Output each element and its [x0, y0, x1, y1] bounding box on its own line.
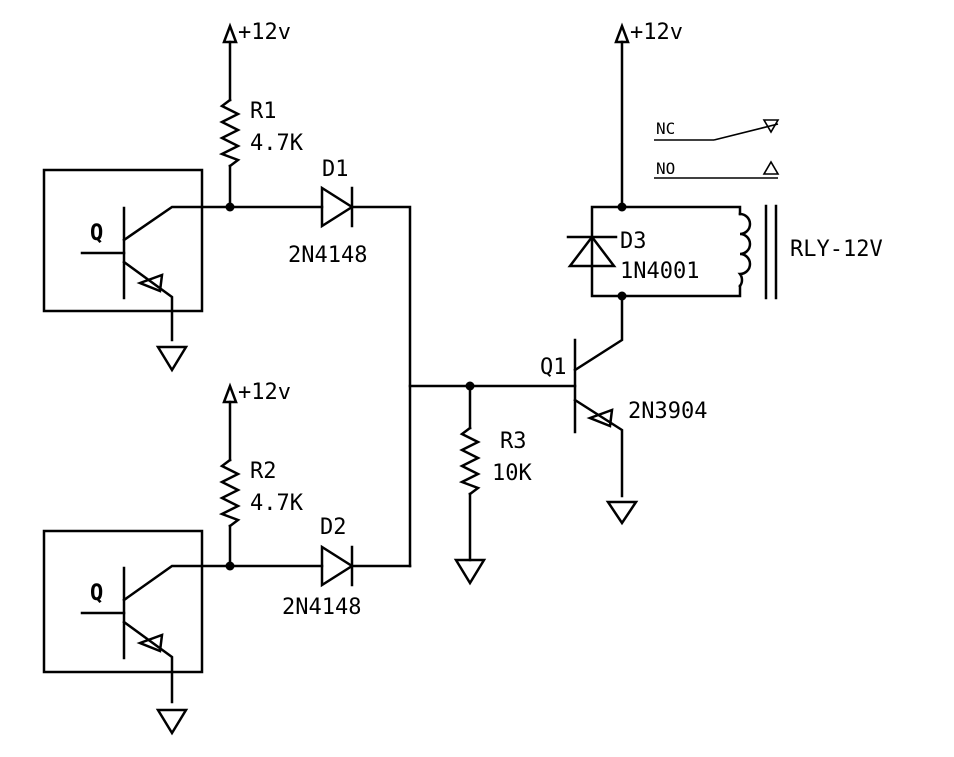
ground-symbol	[453, 558, 487, 586]
power-label: +12v	[238, 20, 291, 45]
power-label: +12v	[630, 20, 683, 45]
sensor-module-top: Q	[42, 168, 232, 342]
q1-part: 2N3904	[628, 399, 707, 424]
power-symbol-mid-left: +12v	[222, 380, 291, 405]
relay-contacts: NC NO	[654, 119, 780, 179]
d1-part: 2N4148	[288, 243, 367, 268]
q1-ref: Q1	[540, 355, 567, 380]
relay-coil	[620, 204, 778, 300]
r3-ref: R3	[500, 429, 527, 454]
wire	[350, 205, 412, 568]
nc-label: NC	[656, 119, 675, 138]
d2-part: 2N4148	[282, 595, 361, 620]
power-label: +12v	[238, 380, 291, 405]
diode-d3	[566, 205, 624, 298]
sensor-label: Q	[90, 221, 103, 246]
sensor-label: Q	[90, 581, 103, 606]
resistor-r3	[458, 426, 481, 496]
power-symbol-top-right: +12v	[614, 20, 683, 45]
d3-ref: D3	[620, 229, 647, 254]
r3-value: 10K	[492, 461, 532, 486]
resistor-r1	[218, 98, 241, 168]
diode-d1	[320, 185, 355, 229]
power-symbol-top-left: +12v	[222, 20, 291, 45]
transistor-q1	[573, 294, 624, 498]
d3-part: 1N4001	[620, 259, 699, 284]
relay-part: RLY-12V	[790, 237, 883, 262]
diode-d2	[320, 544, 355, 588]
ground-symbol	[155, 345, 189, 373]
resistor-r2	[218, 458, 241, 528]
ground-symbol	[155, 708, 189, 736]
r1-value: 4.7K	[250, 131, 304, 156]
no-label: NO	[656, 159, 675, 178]
r1-ref: R1	[250, 99, 277, 124]
sensor-module-bottom: Q	[42, 529, 232, 704]
r2-value: 4.7K	[250, 491, 304, 516]
d1-ref: D1	[322, 157, 349, 182]
d2-ref: D2	[320, 515, 347, 540]
ground-symbol	[605, 500, 639, 526]
r2-ref: R2	[250, 459, 277, 484]
